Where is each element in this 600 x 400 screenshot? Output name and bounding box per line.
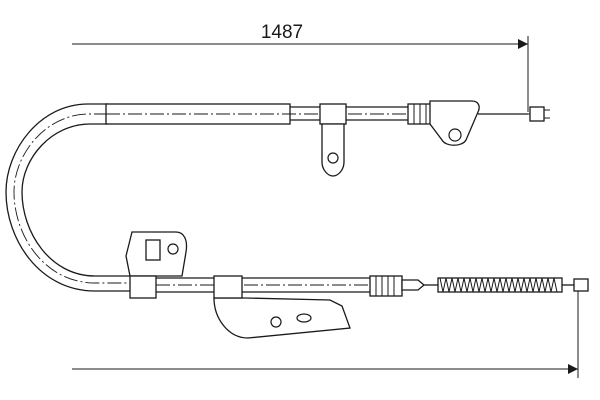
left-bracket-hole (167, 243, 179, 255)
lower-left-collar (129, 275, 157, 299)
dimension-label: 1487 (261, 22, 303, 43)
upper-cable-run (105, 100, 550, 177)
lower-mounting-bracket (213, 275, 351, 339)
lower-cable-nipple (573, 278, 589, 292)
lower-bracket-slot (296, 313, 312, 323)
lower-left-bracket (125, 231, 188, 299)
cable-centerline (13, 113, 132, 284)
lower-bracket-hole-1 (270, 316, 282, 328)
upper-end-fitting (407, 100, 550, 146)
lower-return-spring (437, 277, 589, 293)
end-fitting-hole (448, 128, 462, 142)
lower-cable-run (125, 231, 589, 339)
dimension-annotation: 1487 (72, 22, 579, 378)
upper-cable-nipple (529, 106, 545, 122)
upper-mounting-bracket (319, 103, 347, 177)
lower-adjuster (369, 275, 438, 297)
cable-sheath-inner (21, 123, 132, 277)
cable-sheath (5, 103, 132, 292)
cable-sheath-outer (5, 103, 132, 292)
bracket-hole (327, 152, 339, 164)
